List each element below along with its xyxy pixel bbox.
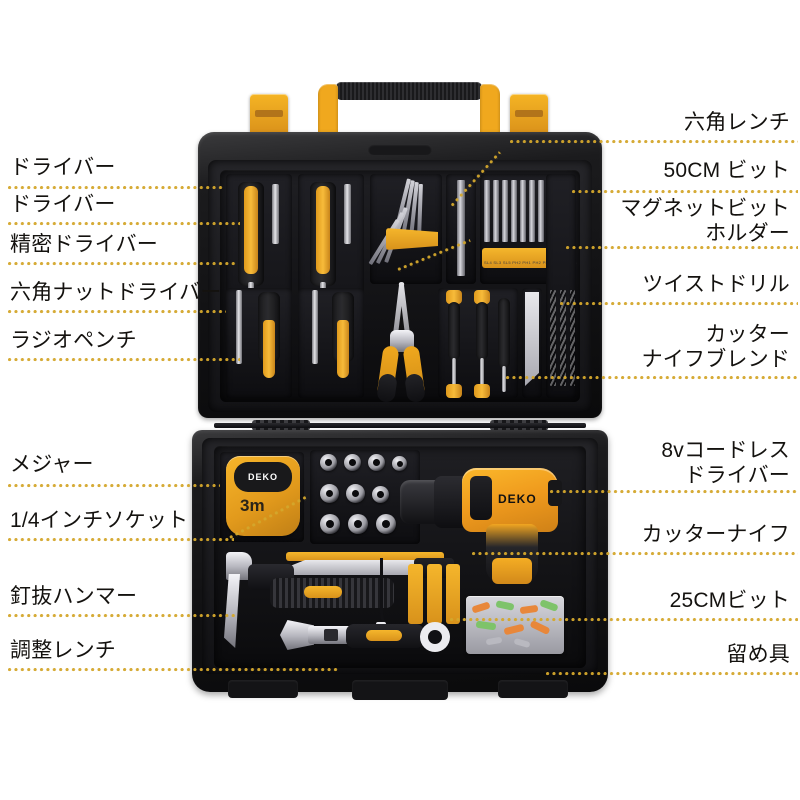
- cordless-driver-brand: DEKO: [498, 492, 537, 506]
- tape-measure-brand: DEKO: [248, 472, 279, 482]
- screwdriver-2-spare-shaft: [344, 184, 351, 244]
- label-precision-driver: 精密ドライバー: [10, 233, 158, 256]
- label-needle-pliers: ラジオペンチ: [10, 329, 137, 352]
- leader-quarter-socket: [8, 538, 234, 542]
- twist-drill-3: [570, 290, 575, 386]
- leader-cordless-driver: [550, 490, 798, 494]
- carry-handle-right-arm: [480, 84, 500, 146]
- ribbed-grip-tool: [270, 574, 404, 616]
- tape-measure: DEKO 3m: [226, 456, 300, 536]
- label-magnet-bit-holder: マグネットビット ホルダー: [620, 197, 790, 245]
- leader-claw-hammer: [8, 614, 236, 618]
- hex-key-set: [368, 176, 442, 280]
- label-driver-1: ドライバー: [10, 156, 116, 179]
- leader-bit-25cm: [450, 618, 798, 622]
- lid-badge: [368, 144, 432, 155]
- label-driver-2: ドライバー: [10, 193, 116, 216]
- cutter-knife-blade: [525, 292, 539, 386]
- leader-driver-1: [8, 186, 224, 190]
- label-cutter-knife: カッターナイフ: [641, 523, 790, 546]
- case-lid: SL4 SL3 SL5 PH2 PH1 PH2 PH3 T15 T20 H3: [198, 82, 602, 418]
- screwdriver-2-grip: [316, 186, 330, 274]
- needle-nose-pliers: [366, 281, 436, 402]
- cordless-driver: DEKO: [400, 454, 576, 588]
- phillips-driver-long: [312, 290, 318, 364]
- hinge-bar: [214, 423, 586, 428]
- leader-hex-wrench: [510, 140, 798, 144]
- flat-driver-long: [236, 290, 242, 364]
- ratchet-screwdriver: [346, 618, 458, 656]
- label-twist-drill: ツイストドリル: [642, 273, 790, 296]
- bit-strip-markings: SL4 SL3 SL5 PH2 PH1 PH2 PH3 T15 T20 H3: [484, 260, 577, 265]
- twist-drill-1: [550, 290, 556, 386]
- label-cutter-knife-blade: カッター ナイフブレンド: [641, 323, 790, 371]
- label-tape-measure: メジャー: [10, 453, 94, 476]
- leader-precision-driver: [8, 262, 236, 266]
- leader-twist-drill: [560, 302, 798, 306]
- leader-cutter-blade: [506, 376, 798, 380]
- leader-hex-nut-driver: [8, 310, 226, 314]
- magnetic-bit-holder: [457, 180, 465, 276]
- base-foot-left: [228, 680, 298, 698]
- precision-driver-set: [440, 288, 518, 400]
- screwdriver-1-grip: [244, 186, 258, 274]
- twist-drill-2: [560, 290, 566, 386]
- leader-driver-2: [8, 222, 240, 226]
- label-quarter-socket: 1/4インチソケット: [10, 509, 189, 532]
- label-hex-wrench: 六角レンチ: [684, 111, 790, 134]
- leader-cutter-knife: [472, 552, 798, 556]
- label-bit-25cm: 25CMビット: [669, 589, 790, 612]
- leader-tape-measure: [8, 484, 220, 488]
- carry-handle-left-arm: [318, 84, 338, 146]
- leader-bit-50cm: [572, 190, 798, 194]
- hex-key-holder: [386, 228, 438, 250]
- bit-strip-25cm: [408, 564, 460, 626]
- latch-left[interactable]: [250, 94, 288, 136]
- screwdriver-1-spare-shaft: [272, 184, 279, 244]
- base-foot-center: [352, 680, 448, 700]
- leader-fasteners: [546, 672, 798, 676]
- socket-set: [312, 452, 420, 544]
- label-adjustable-wrench: 調整レンチ: [10, 639, 116, 662]
- carry-handle-grip: [336, 82, 482, 100]
- label-hex-nut-driver: 六角ナットドライバー: [10, 281, 222, 304]
- fastener-box: [466, 596, 564, 654]
- leader-magnet-bit-holder: [566, 246, 798, 250]
- leader-adjustable-wrench: [8, 668, 338, 672]
- tape-measure-length: 3m: [240, 496, 265, 515]
- base-tray: DEKO 3m: [214, 446, 586, 668]
- label-cordless-driver: 8vコードレス ドライバー: [661, 439, 790, 487]
- label-bit-50cm: 50CM ビット: [663, 159, 790, 182]
- latch-right[interactable]: [510, 94, 548, 136]
- lid-tray: SL4 SL3 SL5 PH2 PH1 PH2 PH3 T15 T20 H3: [220, 170, 580, 402]
- label-fasteners: 留め具: [726, 643, 790, 666]
- leader-needle-pliers: [8, 358, 240, 362]
- label-claw-hammer: 釘抜ハンマー: [10, 585, 138, 608]
- base-foot-right: [498, 680, 568, 698]
- case-base: DEKO 3m: [192, 430, 608, 708]
